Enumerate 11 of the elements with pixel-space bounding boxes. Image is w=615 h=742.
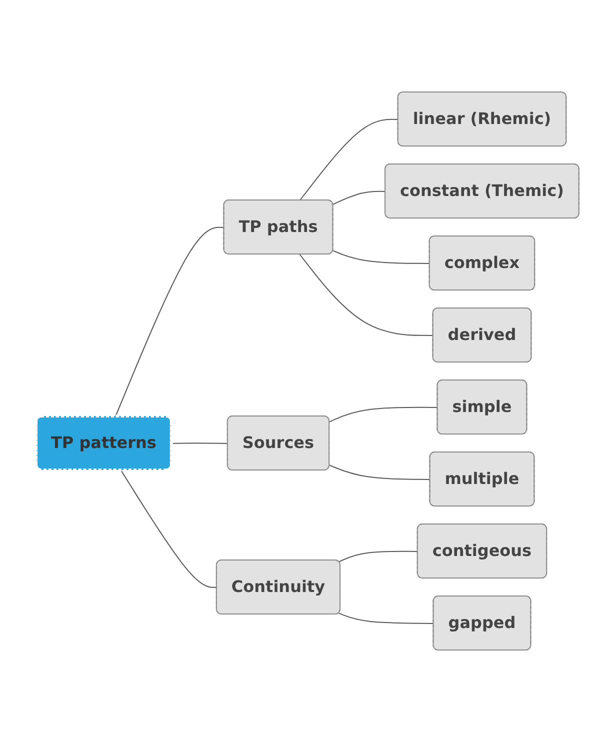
connector xyxy=(299,254,434,336)
connector xyxy=(120,470,218,588)
connector xyxy=(338,550,418,562)
connector xyxy=(171,442,228,444)
connector xyxy=(338,612,434,624)
connector xyxy=(115,226,225,417)
connector xyxy=(329,406,438,422)
connector xyxy=(299,118,399,201)
connector xyxy=(332,190,386,205)
connector xyxy=(329,464,431,480)
connector xyxy=(332,250,430,264)
